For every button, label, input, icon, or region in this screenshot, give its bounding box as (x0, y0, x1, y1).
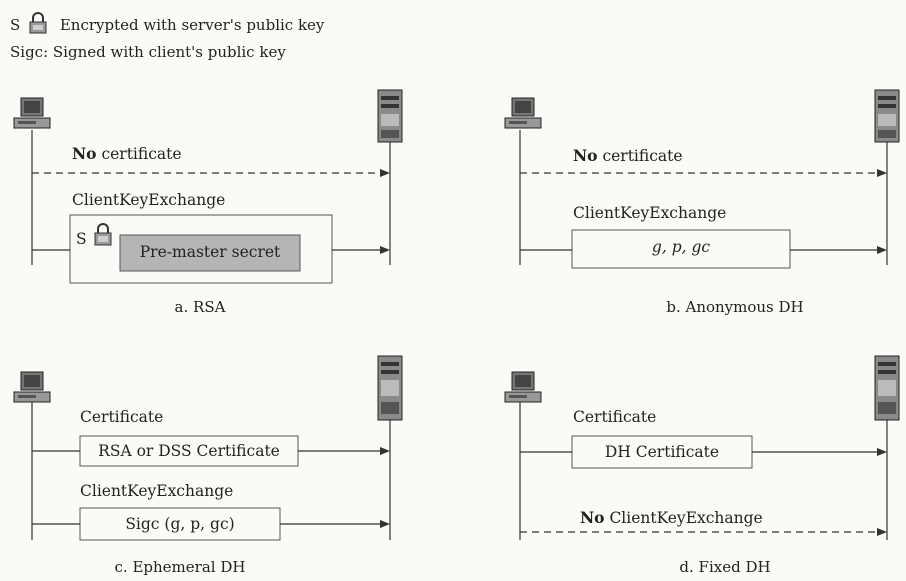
eph-box2-text: Sigc (g, p, gc) (125, 515, 235, 533)
panel-rsa: No certificate ClientKeyExchange S Pre-m… (10, 89, 450, 320)
fixed-msg2-rest: ClientKeyExchange (604, 509, 763, 527)
fixed-msg2-bold: No (580, 508, 605, 527)
legend-encrypted-text: Encrypted with server's public key (59, 16, 325, 34)
computer-icon (13, 97, 51, 129)
anon-caption: b. Anonymous DH (666, 298, 804, 316)
lock-icon (94, 223, 112, 246)
fixed-box1-text: DH Certificate (604, 443, 720, 461)
rsa-msg1-bold: No (72, 144, 97, 163)
eph-box1-text: RSA or DSS Certificate (98, 442, 280, 460)
server-icon (874, 355, 900, 421)
eph-caption: c. Ephemeral DH (114, 558, 246, 576)
anon-msg1-bold: No (573, 146, 598, 165)
panel-rsa-lines (31, 130, 391, 284)
panel-ephemeral-dh-lines (31, 395, 391, 541)
legend-signed: Sigc: Signed with client's public key (10, 42, 286, 62)
panel-ephemeral-dh: Certificate RSA or DSS Certificate Clien… (10, 350, 450, 580)
fixed-caption: d. Fixed DH (679, 558, 771, 576)
anon-box-text: g, p, gc (651, 238, 711, 256)
anon-msg2-label: ClientKeyExchange (573, 204, 727, 222)
panel-fixed-dh-lines (519, 395, 888, 540)
panel-anonymous-dh: No certificate ClientKeyExchange g, p, g… (455, 89, 900, 320)
legend-encrypted: S Encrypted with server's public key (10, 12, 324, 39)
computer-icon (504, 97, 542, 129)
server-icon (874, 89, 900, 143)
anon-msg1-rest: certificate (597, 147, 683, 165)
legend-signed-text: Sigc: Signed with client's public key (10, 43, 286, 61)
fixed-msg2-label: No ClientKeyExchange (580, 508, 763, 527)
rsa-box-text: Pre-master secret (139, 243, 281, 261)
fixed-msg1-label: Certificate (573, 408, 657, 426)
legend-encrypted-prefix: S (10, 16, 21, 34)
computer-icon (13, 371, 51, 403)
lock-icon (27, 12, 49, 39)
eph-msg2-label: ClientKeyExchange (80, 482, 234, 500)
anon-msg1-label: No certificate (573, 146, 683, 165)
rsa-msg2-label: ClientKeyExchange (72, 191, 226, 209)
rsa-caption: a. RSA (174, 298, 226, 316)
panel-anonymous-dh-lines (519, 130, 888, 269)
panel-fixed-dh: Certificate DH Certificate No ClientKeyE… (455, 350, 900, 580)
computer-icon (504, 371, 542, 403)
server-icon (377, 355, 403, 421)
server-icon (377, 89, 403, 143)
rsa-msg1-label: No certificate (72, 144, 182, 163)
eph-msg1-label: Certificate (80, 408, 164, 426)
rsa-msg1-rest: certificate (96, 145, 182, 163)
rsa-box-prefix: S (76, 230, 87, 248)
